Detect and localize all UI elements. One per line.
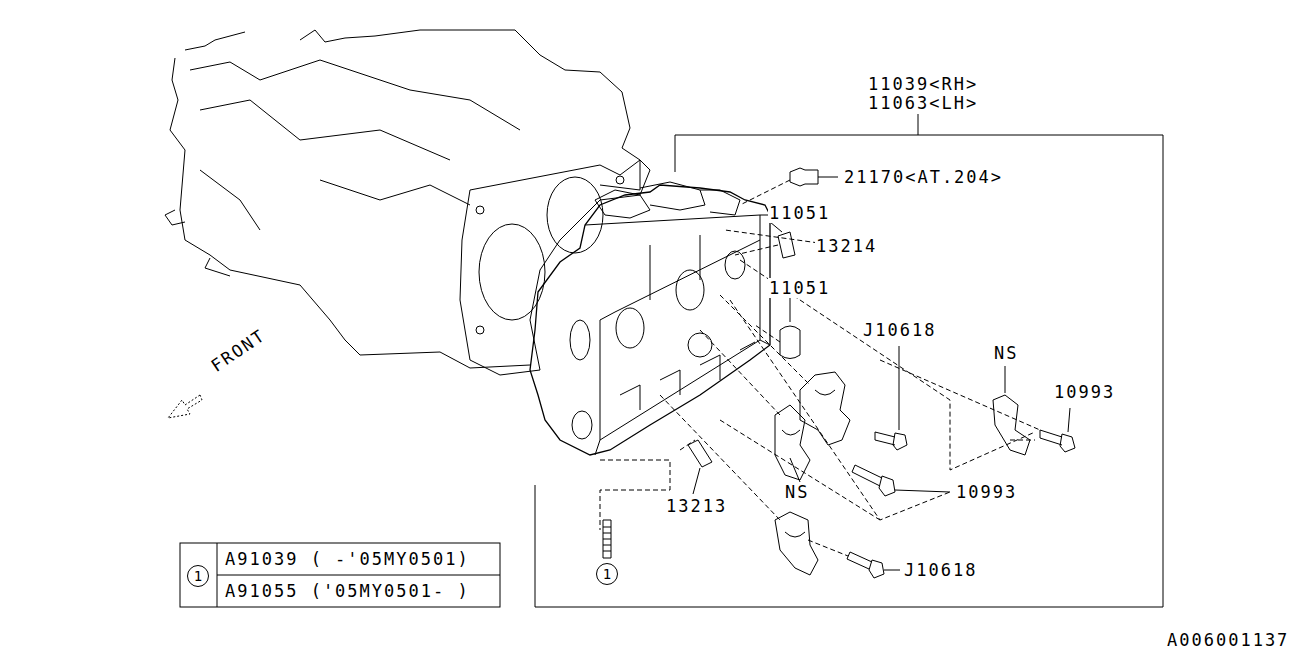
circled-number: 1 [596, 563, 618, 585]
part-number: 11051 [768, 278, 831, 298]
leader-line [895, 490, 950, 492]
legend-table [180, 543, 500, 607]
leader-line [770, 222, 782, 232]
block-flange [460, 160, 650, 375]
leader-line [818, 177, 838, 178]
table-rule [217, 575, 500, 576]
callout-number: 1 [194, 569, 202, 583]
dashed-line [725, 230, 826, 244]
cylinder-head [530, 185, 770, 455]
part-number: 10993 [1053, 382, 1116, 402]
front-arrow [168, 395, 202, 418]
head-ribs [620, 235, 755, 410]
engine-block [170, 30, 640, 368]
plug [790, 168, 818, 186]
cam-journal [570, 320, 590, 360]
table-cell: A91055 ('05MY0501- ) [224, 581, 471, 601]
valve-pocket [688, 333, 712, 357]
diagram-code: A006001137 [1166, 630, 1290, 650]
expansion-plug [780, 326, 800, 359]
bolt-hole [616, 176, 624, 184]
leader-line [790, 458, 800, 482]
cam-journal [572, 411, 592, 439]
head-ports [595, 182, 740, 218]
part-number: 21170<AT.204> [843, 167, 1004, 187]
part-number: 11039<RH> [867, 74, 979, 94]
camshaft-cap [775, 405, 810, 480]
cylinder-bore [479, 224, 545, 320]
engine-block-detail [165, 60, 520, 276]
valve-pocket [725, 251, 745, 279]
stud [603, 520, 611, 558]
direction-label: FRONT [206, 324, 270, 376]
bolt-hole [476, 326, 484, 334]
expansion-plug [778, 232, 795, 258]
dashed-line [740, 180, 790, 205]
camshaft-cap [775, 512, 818, 575]
bolt-hole [476, 206, 484, 214]
leader-line [693, 468, 700, 494]
leader-line [884, 570, 900, 571]
part-number: NS [993, 343, 1019, 363]
valve-pocket [616, 308, 644, 348]
part-number: 11051 [768, 203, 831, 223]
circled-number: 1 [187, 565, 209, 587]
dashed-line [600, 260, 1040, 556]
part-number: J10618 [903, 560, 978, 580]
leader-line [918, 114, 919, 135]
dashed-line [735, 245, 778, 255]
leader-line [790, 298, 791, 322]
part-number: 13213 [665, 496, 728, 516]
cylinder-bore [547, 177, 603, 253]
leader-line [899, 346, 900, 430]
leader-line [1005, 366, 1006, 393]
assembly-bracket [535, 135, 1163, 607]
table-cell: A91039 ( -'05MY0501) [224, 549, 471, 569]
leader-line [1068, 408, 1070, 432]
bolt [847, 346, 1075, 578]
camshaft-cap [993, 395, 1030, 455]
part-number: J10618 [862, 320, 937, 340]
part-number: 11063<LH> [867, 93, 979, 113]
part-number: NS [784, 482, 810, 502]
head-deck [585, 215, 770, 455]
part-number: 13214 [815, 236, 878, 256]
callout-number: 1 [603, 567, 611, 581]
valve-guide [688, 440, 712, 467]
dashed-line [755, 325, 780, 342]
part-number: 10993 [955, 482, 1018, 502]
